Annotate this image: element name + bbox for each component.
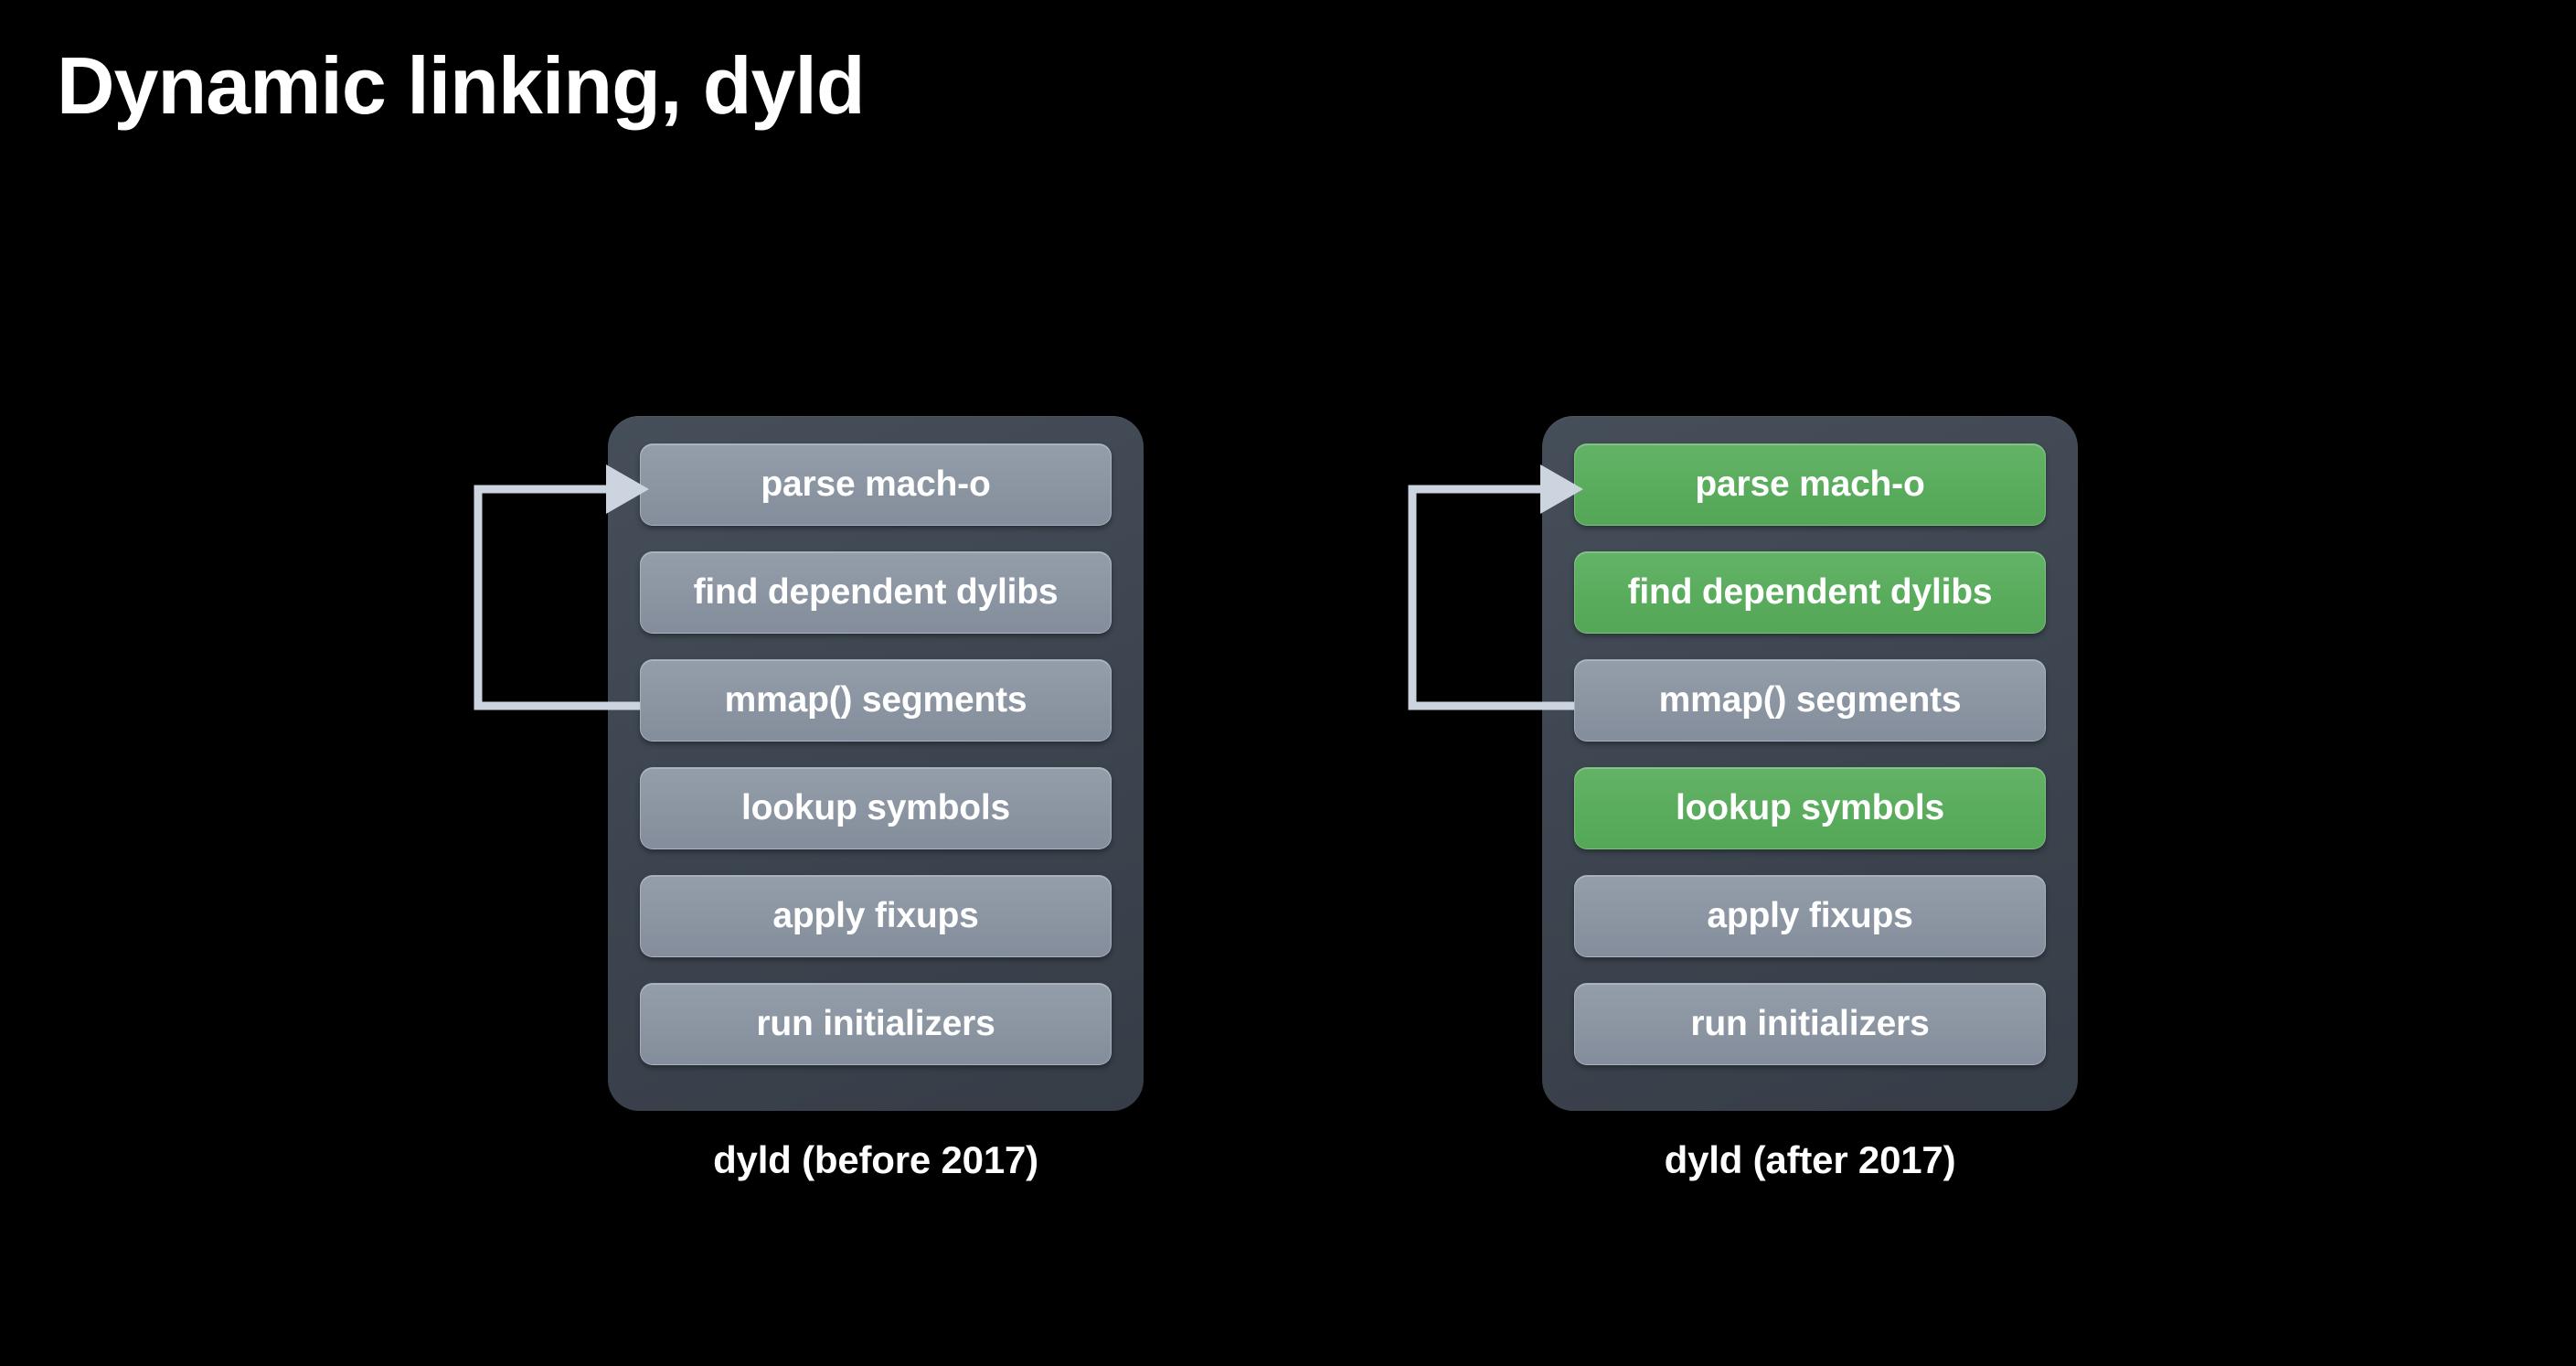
step-list-after: parse mach-o find dependent dylibs mmap(… (1574, 443, 2046, 1083)
step-run-initializers[interactable]: run initializers (640, 983, 1112, 1065)
step-parse-mach-o[interactable]: parse mach-o (640, 443, 1112, 526)
caption-dyld-before-2017: dyld (before 2017) (713, 1138, 1038, 1181)
caption-dyld-after-2017: dyld (after 2017) (1664, 1138, 1956, 1181)
step-run-initializers[interactable]: run initializers (1574, 983, 2046, 1065)
step-list-before: parse mach-o find dependent dylibs mmap(… (640, 443, 1112, 1083)
page-title: Dynamic linking, dyld (57, 40, 866, 131)
step-apply-fixups[interactable]: apply fixups (1574, 875, 2046, 957)
step-find-dependent-dylibs[interactable]: find dependent dylibs (640, 551, 1112, 634)
step-mmap-segments[interactable]: mmap() segments (1574, 659, 2046, 742)
step-lookup-symbols[interactable]: lookup symbols (640, 767, 1112, 849)
diagram-dyld-after-2017: parse mach-o find dependent dylibs mmap(… (1542, 416, 2078, 1111)
step-find-dependent-dylibs[interactable]: find dependent dylibs (1574, 551, 2046, 634)
step-mmap-segments[interactable]: mmap() segments (640, 659, 1112, 742)
step-apply-fixups[interactable]: apply fixups (640, 875, 1112, 957)
step-parse-mach-o[interactable]: parse mach-o (1574, 443, 2046, 526)
step-lookup-symbols[interactable]: lookup symbols (1574, 767, 2046, 849)
diagram-dyld-before-2017: parse mach-o find dependent dylibs mmap(… (608, 416, 1144, 1111)
